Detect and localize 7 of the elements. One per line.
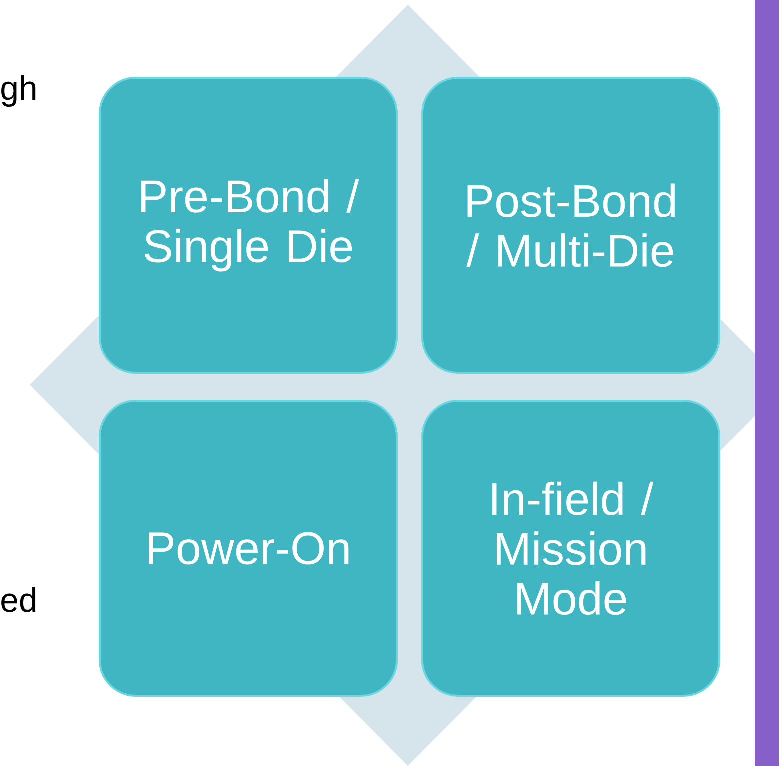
label-text: ed (2, 587, 36, 612)
rounded-box: Post-Bond / Multi-Die (422, 77, 720, 374)
rounded-box: Power-On (99, 400, 398, 697)
side-bar (755, 0, 779, 766)
rounded-box: In-field / Mission Mode (422, 400, 720, 697)
label-text: gh (2, 75, 36, 108)
rounded-box: Pre-Bond / Single Die (99, 77, 398, 374)
